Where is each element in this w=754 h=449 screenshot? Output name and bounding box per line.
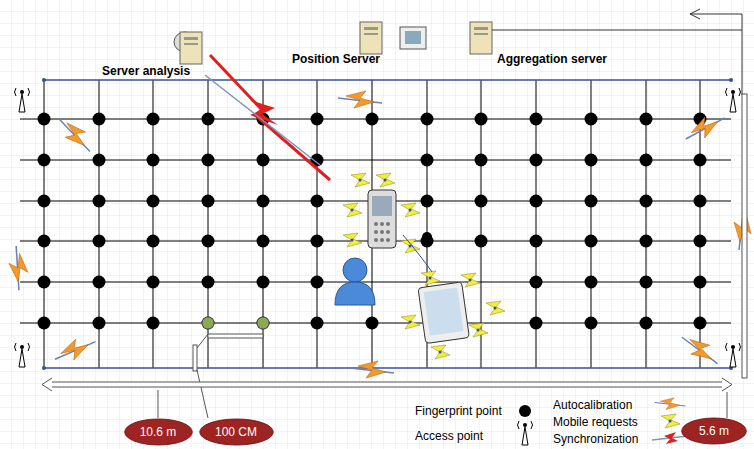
- server-label: Server analysis: [102, 64, 190, 78]
- dimension-badge: 10.6 m: [124, 418, 193, 446]
- dimension-text: 5.6 m: [689, 424, 739, 438]
- server-label: Position Server: [292, 52, 380, 66]
- legend-text: Autocalibration: [553, 398, 632, 412]
- dimension-text: 10.6 m: [130, 425, 187, 439]
- dimension-badge: 100 CM: [199, 418, 274, 446]
- legend-text: Synchronization: [553, 432, 638, 446]
- legend-text: Access point: [415, 429, 483, 443]
- server-label: Aggregation server: [497, 52, 607, 66]
- legend-text: Mobile requests: [553, 415, 638, 429]
- legend-text: Fingerprint point: [415, 404, 502, 418]
- dimension-text: 100 CM: [205, 425, 267, 439]
- dimension-badge: 5.6 m: [681, 417, 747, 445]
